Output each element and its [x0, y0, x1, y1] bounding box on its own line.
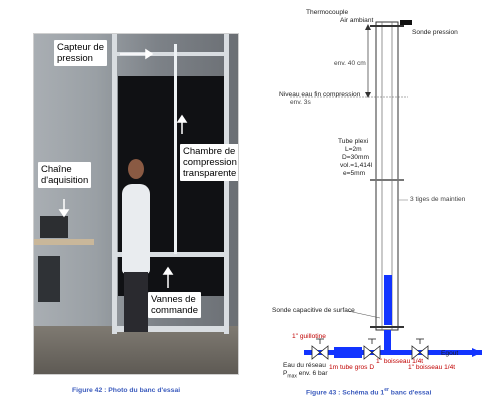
label-eau-reseau: Eau du réseau	[283, 362, 326, 369]
photo-arrows	[58, 48, 188, 288]
person-body	[122, 184, 150, 274]
monitor	[40, 216, 68, 238]
label-guillotine: 1" guillotine	[292, 333, 326, 340]
label-air-ambiant: Air ambiant	[340, 17, 374, 24]
computer-tower	[38, 256, 60, 302]
desk	[34, 239, 94, 245]
test-bench-photo: Capteur de pression Chambre de compressi…	[33, 33, 239, 375]
frame-bottom-bar	[112, 326, 229, 332]
label-chaine-acquisition: Chaîne d'aquisition	[38, 162, 92, 188]
label-thermocouple: Thermocouple	[306, 9, 349, 16]
label-tube-gros-d: 1m tube gros D	[329, 364, 375, 371]
label-env-3s: env. 3s	[290, 99, 311, 106]
frame-upright-left	[112, 34, 117, 334]
frame-mid-bar	[112, 252, 229, 257]
label-pmax: Pmax env. 6 bar	[283, 370, 328, 380]
label-niveau-eau: Niveau eau fin compression	[279, 91, 361, 98]
label-tube-plexi: Tube plexi	[338, 138, 369, 145]
compression-tube	[174, 44, 177, 254]
label-chambre-compression: Chambre de compression transparente	[180, 144, 238, 181]
label-tube-diameter: D=30mm	[342, 154, 369, 161]
person-legs	[124, 272, 148, 332]
frame-top-bar	[112, 52, 229, 56]
label-sonde-capacitive: Sonde capacitive de surface	[272, 307, 355, 314]
caption-figure-42: Figure 42 : Photo du banc d'essai	[72, 387, 181, 394]
label-sonde-pression: Sonde pression	[412, 29, 458, 36]
caption-figure-43: Figure 43 : Schéma du 1er banc d'essai	[306, 387, 432, 397]
label-tiges: 3 tiges de maintien	[410, 196, 466, 203]
label-boisseau-1: 1" boisseau 1/4t	[376, 358, 424, 365]
label-vannes-commande: Vannes de commande	[148, 292, 201, 318]
water-level	[384, 275, 392, 325]
person-head	[128, 159, 144, 179]
bench-schematic	[290, 20, 482, 360]
photo-floor	[34, 326, 238, 374]
label-egout: Egout	[441, 350, 459, 357]
label-tube-length: L=2m	[345, 146, 362, 153]
label-tube-thickness: e=5mm	[343, 170, 366, 177]
label-boisseau-2: 1" boisseau 1/4t	[408, 364, 456, 371]
frame-upright-right	[224, 34, 229, 334]
label-env-40cm: env. 40 cm	[334, 60, 366, 67]
label-capteur-pression: Capteur de pression	[54, 40, 108, 66]
label-tube-volume: vol.=1,414l	[340, 162, 373, 169]
